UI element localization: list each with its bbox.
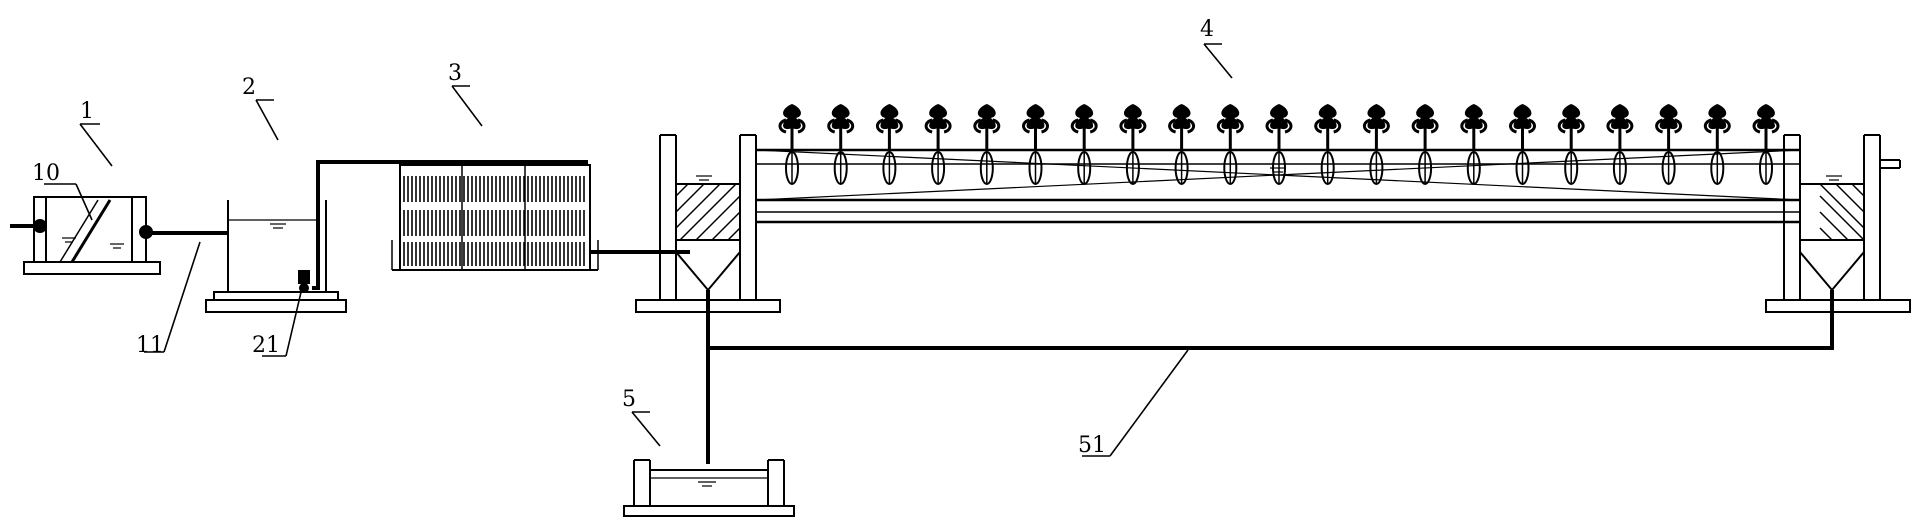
label-21: 21: [252, 333, 280, 358]
label-2: 2: [242, 75, 256, 100]
plant-icon: [1265, 104, 1293, 185]
label-5: 5: [622, 387, 636, 412]
wetland-channel-unit-4: [635, 134, 1911, 313]
plant-icon: [1557, 104, 1585, 185]
plant-icon: [1460, 104, 1488, 185]
label-3: 3: [448, 61, 462, 86]
plant-icon: [827, 104, 855, 185]
regulating-tank-unit-2: [205, 200, 347, 313]
pump-21-icon: [298, 270, 310, 293]
plant-icon: [875, 104, 903, 185]
screen-tank-unit-1: [10, 196, 161, 275]
bio-module-unit-3: [391, 164, 599, 271]
plant-icon: [1606, 104, 1634, 185]
plant-icon: [1752, 104, 1780, 185]
filter-packing-left: [675, 183, 741, 241]
plant-icon: [1655, 104, 1683, 185]
leader-lines: [44, 43, 1233, 457]
label-51: 51: [1078, 433, 1106, 458]
plant-icon: [1314, 104, 1342, 185]
lift-pipe: [312, 160, 588, 290]
wetland-plants: [778, 104, 1780, 185]
bio-fill-media: [403, 176, 585, 266]
plant-icon: [1168, 104, 1196, 185]
plant-icon: [973, 104, 1001, 185]
label-1: 1: [80, 99, 94, 124]
plant-icon: [1070, 104, 1098, 185]
label-4: 4: [1200, 17, 1214, 42]
callout-labels: 1 10 11 2 21 3 4 5 51: [32, 17, 1214, 458]
label-11: 11: [136, 333, 164, 358]
sludge-tank-unit-5: [623, 459, 795, 517]
plant-icon: [778, 104, 806, 185]
plant-icon: [1703, 104, 1731, 185]
plant-icon: [1119, 104, 1147, 185]
plant-icon: [1362, 104, 1390, 185]
filter-packing-right: [1819, 183, 1865, 241]
plant-icon: [1411, 104, 1439, 185]
plant-icon: [1022, 104, 1049, 185]
plant-icon: [1216, 104, 1244, 185]
label-10: 10: [32, 161, 60, 186]
return-pipe-51: [706, 290, 1834, 350]
plant-icon: [924, 104, 952, 185]
plant-icon: [1509, 104, 1536, 185]
